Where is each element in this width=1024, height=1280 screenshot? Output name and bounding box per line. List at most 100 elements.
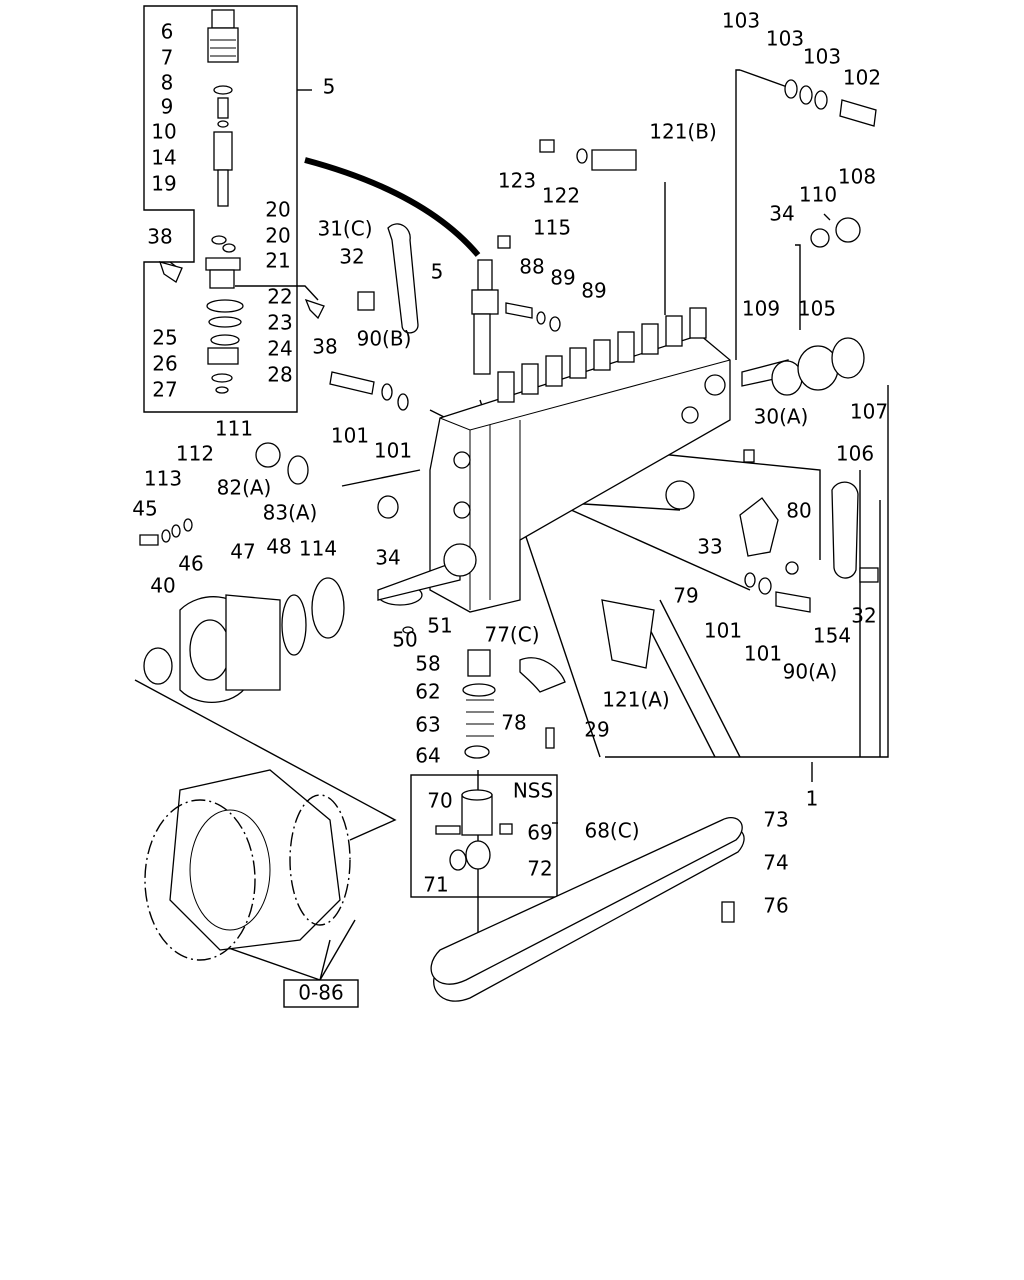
callout-label: 113 <box>144 467 182 491</box>
callout-label: 31(C) <box>317 217 372 241</box>
callout-label: 0-86 <box>298 981 343 1005</box>
callout-label: NSS <box>513 779 553 803</box>
callout-label: 121(A) <box>602 688 669 712</box>
callout-label: 73 <box>763 808 788 832</box>
callout-label: 51 <box>427 614 452 638</box>
flywheel-housing <box>144 769 351 961</box>
callout-label: 101 <box>374 439 412 463</box>
callout-label: 106 <box>836 442 874 466</box>
callout-label: 76 <box>763 894 788 918</box>
callout-label: 89 <box>550 266 575 290</box>
callout-label: 101 <box>704 619 742 643</box>
callout-label: 5 <box>431 260 444 284</box>
callout-label: 122 <box>542 184 580 208</box>
callout-label: 38 <box>312 335 337 359</box>
upper-parts <box>329 79 877 463</box>
callout-label: 29 <box>584 718 609 742</box>
callout-label: 63 <box>415 713 440 737</box>
callout-label: 21 <box>265 249 290 273</box>
callout-label: 10 <box>151 120 176 144</box>
callout-label: 20 <box>265 198 290 222</box>
callout-label: 48 <box>266 535 291 559</box>
callout-label: 112 <box>176 442 214 466</box>
leader-lines <box>134 69 889 981</box>
callout-label: 72 <box>527 857 552 881</box>
callout-label: 46 <box>178 552 203 576</box>
callout-label: 101 <box>331 424 369 448</box>
callout-label: 33 <box>697 535 722 559</box>
callout-label: 62 <box>415 680 440 704</box>
callout-label: 154 <box>813 624 851 648</box>
callout-label: 77(C) <box>484 623 539 647</box>
callout-label: 24 <box>267 337 292 361</box>
callout-label: 70 <box>427 789 452 813</box>
callout-label: 107 <box>850 400 888 424</box>
callout-label: 50 <box>392 628 417 652</box>
callout-label: 22 <box>267 285 292 309</box>
callout-label: 32 <box>339 245 364 269</box>
callout-label: 28 <box>267 363 292 387</box>
callout-label: 27 <box>152 378 177 402</box>
callout-label: 64 <box>415 744 440 768</box>
callout-label: 90(B) <box>357 327 412 351</box>
callout-label: 105 <box>798 297 836 321</box>
callout-label: 79 <box>673 584 698 608</box>
injection-pump-body <box>377 307 731 613</box>
callout-label: 19 <box>151 172 176 196</box>
callout-label: 6 <box>161 20 174 44</box>
callout-label: 101 <box>744 642 782 666</box>
callout-label: 102 <box>843 66 881 90</box>
callout-label: 74 <box>763 851 788 875</box>
callout-label: 69 <box>527 821 552 845</box>
callout-label: 123 <box>498 169 536 193</box>
reference-box-0-86 <box>283 979 359 1008</box>
callout-label: 90(A) <box>783 660 838 684</box>
callout-label: 83(A) <box>263 501 318 525</box>
callout-label: 78 <box>501 711 526 735</box>
nozzle-holder-parts <box>158 9 325 394</box>
bottom-cover-and-gasket <box>430 817 745 1002</box>
governor-side-parts <box>519 481 879 749</box>
callout-label: 71 <box>423 873 448 897</box>
callout-label: 34 <box>769 202 794 226</box>
callout-label: 47 <box>230 540 255 564</box>
callout-label: 14 <box>151 146 176 170</box>
callout-label: 89 <box>581 279 606 303</box>
callout-label: 103 <box>803 45 841 69</box>
callout-label: 1 <box>806 787 819 811</box>
callout-label: 115 <box>533 216 571 240</box>
callout-label: 111 <box>215 417 253 441</box>
callout-label: 68(C) <box>584 819 639 843</box>
callout-label: 34 <box>375 546 400 570</box>
callout-label: 23 <box>267 311 292 335</box>
callout-label: 8 <box>161 71 174 95</box>
tappet-subassembly-box <box>410 774 558 898</box>
callout-label: 121(B) <box>649 120 717 144</box>
callout-label: 82(A) <box>217 476 272 500</box>
callout-label: 9 <box>161 95 174 119</box>
callout-label: 30(A) <box>754 405 809 429</box>
drive-side-parts <box>139 442 414 703</box>
callout-label: 7 <box>161 46 174 70</box>
callout-label: 103 <box>722 9 760 33</box>
callout-label: 109 <box>742 297 780 321</box>
callout-label: 25 <box>152 326 177 350</box>
callout-label: 40 <box>150 574 175 598</box>
callout-label: 26 <box>152 352 177 376</box>
nozzle-subassembly-box <box>143 5 298 413</box>
tappet-parts <box>435 649 513 871</box>
callout-label: 80 <box>786 499 811 523</box>
callout-label: 88 <box>519 255 544 279</box>
callout-label: 110 <box>799 183 837 207</box>
callout-label: 45 <box>132 497 157 521</box>
assembly-arrow <box>304 157 481 257</box>
callout-label: 20 <box>265 224 290 248</box>
callout-label: 114 <box>299 537 337 561</box>
callout-label: 108 <box>838 165 876 189</box>
callout-label: 58 <box>415 652 440 676</box>
callout-label: 32 <box>851 604 876 628</box>
callout-label: 38 <box>147 225 172 249</box>
callout-label: 5 <box>323 75 336 99</box>
callout-label: 103 <box>766 27 804 51</box>
